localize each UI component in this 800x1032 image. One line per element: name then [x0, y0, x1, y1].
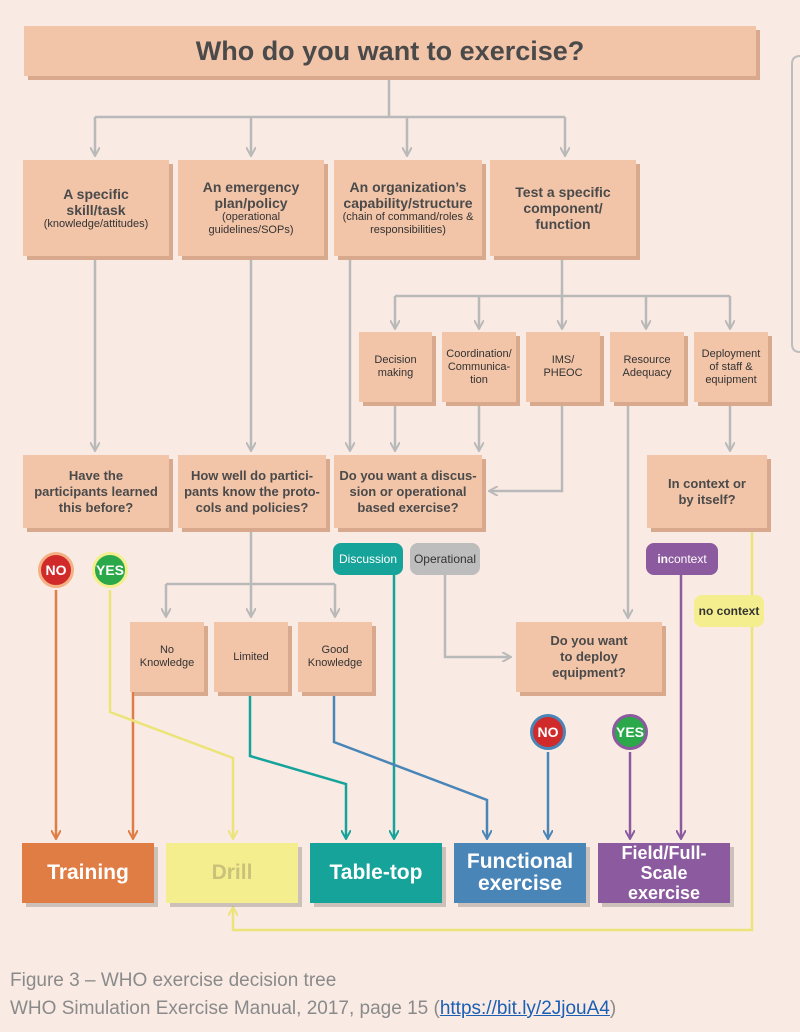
in-context-bold: in: [657, 552, 668, 566]
training-label: Training: [47, 861, 129, 884]
limited-knowledge-box: Limited: [214, 622, 288, 692]
source-link[interactable]: https://bit.ly/2JjouA4: [439, 998, 610, 1019]
deploy-question: Do you want to deploy equipment?: [550, 633, 628, 680]
functional-label: Functional exercise: [466, 850, 574, 895]
context-question: In context or by itself?: [667, 475, 746, 507]
no-knowledge-box: No Knowledge: [130, 622, 204, 692]
learned-yes-text: YES: [95, 562, 124, 578]
table-top-outcome: Table-top: [310, 843, 442, 903]
deploy-no-text: NO: [537, 724, 559, 740]
title-box: Who do you want to exercise?: [24, 26, 756, 76]
emergency-plan-sub: (operational guidelines/SOPs): [208, 211, 294, 236]
deployment-box: Deployment of staff & equipment: [694, 332, 768, 402]
figure-caption: Figure 3 – WHO exercise decision tree: [10, 970, 336, 992]
good-knowledge-label: Good Knowledge: [307, 644, 363, 669]
table-top-label: Table-top: [329, 861, 423, 884]
no-context-badge: no context: [694, 595, 764, 627]
deployment-label: Deployment of staff & equipment: [701, 347, 761, 386]
discussion-badge: Discussion: [333, 543, 403, 575]
full-scale-outcome: Field/Full-Scale exercise: [598, 843, 730, 903]
caption-line-1: Figure 3 – WHO exercise decision tree: [10, 970, 337, 991]
discussion-question: Do you want a discus-sion or operational…: [339, 467, 477, 515]
capability-title: An organization’s capability/structure: [343, 179, 473, 211]
limited-knowledge-label: Limited: [233, 650, 269, 663]
learned-question-box: Have the participants learned this befor…: [23, 455, 169, 528]
context-question-box: In context or by itself?: [647, 455, 767, 528]
diagram-title: Who do you want to exercise?: [195, 35, 585, 66]
operational-badge: Operational: [410, 543, 480, 575]
deploy-question-box: Do you want to deploy equipment?: [516, 622, 662, 692]
resource-adequacy-box: Resource Adequacy: [610, 332, 684, 402]
deploy-yes-badge: YES: [612, 714, 648, 750]
learned-no-text: NO: [45, 562, 67, 578]
coordination-box: Coordination/ Communica-tion: [442, 332, 516, 402]
drill-outcome: Drill: [166, 843, 298, 903]
deploy-no-badge: NO: [530, 714, 566, 750]
skill-task-title: A specific skill/task: [63, 185, 129, 218]
source-caption: WHO Simulation Exercise Manual, 2017, pa…: [10, 998, 616, 1020]
caption-suffix: ): [609, 998, 617, 1019]
discussion-question-box: Do you want a discus-sion or operational…: [334, 455, 482, 528]
in-context-badge: in context: [646, 543, 718, 575]
deploy-yes-text: YES: [615, 724, 644, 740]
learned-no-badge: NO: [38, 552, 74, 588]
capability-box: An organization’s capability/structure (…: [334, 160, 482, 256]
learned-yes-badge: YES: [92, 552, 128, 588]
protocols-question: How well do partici-pants know the proto…: [184, 467, 320, 515]
component-title: Test a specific component/ function: [515, 184, 611, 232]
ims-pheoc-label: IMS/ PHEOC: [543, 354, 583, 379]
good-knowledge-box: Good Knowledge: [298, 622, 372, 692]
capability-sub: (chain of command/roles & responsibiliti…: [342, 211, 474, 236]
functional-outcome: Functional exercise: [454, 843, 586, 903]
skill-task-box: A specific skill/task (knowledge/attitud…: [23, 160, 169, 256]
training-outcome: Training: [22, 843, 154, 903]
drill-label: Drill: [211, 861, 253, 884]
emergency-plan-box: An emergency plan/policy (operational gu…: [178, 160, 324, 256]
emergency-plan-title: An emergency plan/policy: [202, 179, 300, 211]
ims-pheoc-box: IMS/ PHEOC: [526, 332, 600, 402]
learned-question: Have the participants learned this befor…: [34, 467, 158, 515]
resource-adequacy-label: Resource Adequacy: [622, 354, 672, 379]
component-box: Test a specific component/ function: [490, 160, 636, 256]
no-knowledge-label: No Knowledge: [139, 644, 195, 669]
full-scale-label: Field/Full-Scale exercise: [621, 843, 707, 903]
decision-making-label: Decision making: [374, 354, 417, 379]
in-context-rest: context: [667, 552, 707, 566]
discussion-badge-text: Discussion: [338, 552, 398, 566]
caption-prefix: WHO Simulation Exercise Manual, 2017, pa…: [10, 998, 440, 1019]
skill-task-sub: (knowledge/attitudes): [43, 217, 149, 230]
operational-badge-text: Operational: [413, 552, 477, 566]
protocols-question-box: How well do partici-pants know the proto…: [178, 455, 326, 528]
decision-making-box: Decision making: [359, 332, 432, 402]
coordination-label: Coordination/ Communica-tion: [446, 347, 512, 386]
no-context-text: no context: [698, 604, 760, 618]
